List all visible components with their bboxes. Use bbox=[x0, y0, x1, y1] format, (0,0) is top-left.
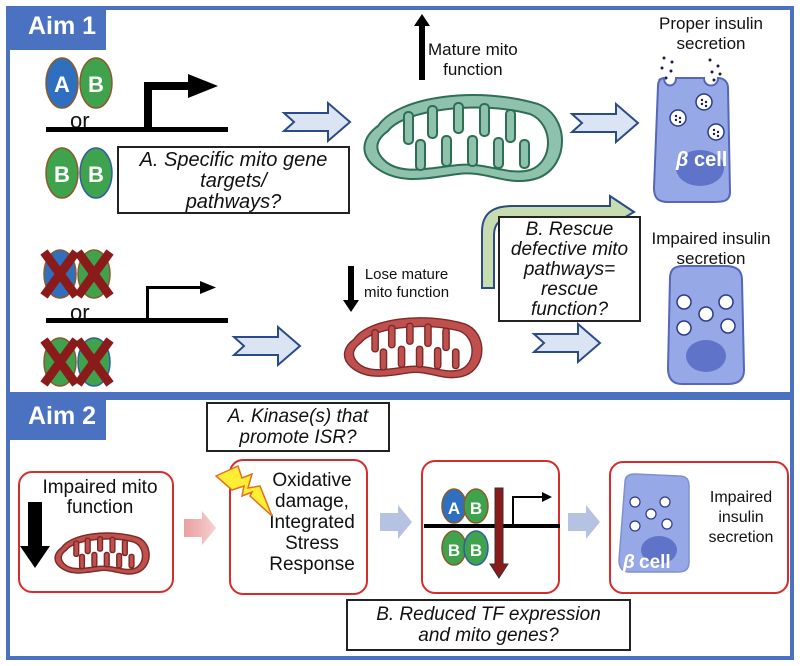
question-b-line: rescue bbox=[540, 279, 599, 300]
beta-symbol: β bbox=[675, 149, 688, 171]
aim1-tag: Aim 1 bbox=[8, 8, 106, 50]
question-a-line: A. Kinase(s) that bbox=[227, 406, 369, 427]
impaired-mito-box bbox=[18, 471, 174, 593]
tf-b-label: B bbox=[470, 541, 482, 560]
down-arrow-icon bbox=[343, 266, 359, 312]
beta-cell-label: cell bbox=[639, 552, 671, 573]
label-line: Oxidative bbox=[272, 470, 352, 491]
tf-a bbox=[45, 57, 79, 109]
tf-pair-ab-inactive bbox=[40, 249, 114, 299]
stress-box bbox=[229, 459, 368, 595]
flow-arrow bbox=[531, 321, 602, 365]
label-line: Mature mito bbox=[428, 40, 518, 59]
aim1-question-a: A. Specific mito gene targets/ pathways? bbox=[117, 146, 350, 214]
question-b-line: B. Reduced TF expression bbox=[376, 604, 601, 625]
proper-secretion-label: Proper insulin secretion bbox=[646, 14, 776, 54]
damaged-mitochondrion bbox=[343, 317, 483, 379]
flow-arrow-pink bbox=[184, 511, 216, 545]
up-arrow-icon bbox=[414, 14, 430, 80]
beta-cell-impaired bbox=[666, 265, 746, 385]
question-a-line: targets/ bbox=[200, 170, 267, 192]
beta-cell-label: cell bbox=[694, 149, 727, 171]
label-line: Stress bbox=[285, 533, 339, 554]
tf-b-label: B bbox=[448, 541, 460, 560]
aim2-impaired-secretion-label: Impaired insulin secretion bbox=[698, 488, 784, 548]
question-a-line: pathways? bbox=[185, 191, 282, 213]
aim2-question-b: B. Reduced TF expression and mito genes? bbox=[346, 599, 631, 651]
tf-pair-bb-inactive bbox=[40, 337, 114, 387]
beta-cell-impaired-small: β cell bbox=[618, 473, 690, 573]
beta-cell-secreting: β cell bbox=[652, 56, 732, 203]
tf-b-label: B bbox=[88, 72, 104, 97]
label-line: Lose mature bbox=[364, 266, 449, 283]
question-a-line: A. Specific mito gene bbox=[139, 149, 328, 171]
tf-b-label: B bbox=[470, 499, 482, 518]
healthy-mitochondrion bbox=[363, 94, 563, 183]
label-line: secretion bbox=[708, 529, 774, 546]
lose-mito-label: Lose mature mito function bbox=[364, 266, 449, 302]
flow-arrow bbox=[231, 324, 302, 368]
x-mark-icon bbox=[40, 337, 114, 387]
damaged-mitochondrion-small bbox=[54, 532, 150, 575]
flow-arrow bbox=[569, 101, 640, 145]
label-line: Impaired bbox=[709, 489, 773, 506]
dna-line bbox=[46, 127, 228, 132]
label-line: function bbox=[66, 497, 134, 518]
down-arrow-icon bbox=[20, 502, 50, 568]
mature-mito-label: Mature mito function bbox=[428, 40, 518, 80]
x-mark-icon bbox=[40, 249, 114, 299]
question-b-line: defective mito bbox=[510, 239, 629, 260]
or-label-top: or bbox=[70, 108, 90, 133]
tf-b-label: B bbox=[88, 162, 104, 187]
label-line: Impaired insulin bbox=[651, 229, 771, 248]
tf-b-label: B bbox=[54, 162, 70, 187]
gene-promoter-weak bbox=[46, 281, 228, 323]
label-line: Response bbox=[269, 554, 355, 575]
tf-gene-repression: A B B B bbox=[424, 487, 560, 579]
label-line: Integrated bbox=[269, 512, 355, 533]
promoter-stem bbox=[144, 82, 152, 130]
aim2-tag: Aim 2 bbox=[8, 398, 106, 440]
label-line: function bbox=[443, 60, 503, 79]
label-line: Impaired mito bbox=[42, 477, 158, 498]
label-line: mito function bbox=[364, 284, 450, 301]
flow-arrow-blue bbox=[568, 505, 600, 539]
beta-symbol: β bbox=[622, 552, 635, 573]
question-b-line: and mito genes? bbox=[418, 625, 559, 646]
impaired-mito-label: Impaired mito function bbox=[30, 478, 170, 518]
stress-label: Oxidative damage, Integrated Stress Resp… bbox=[260, 470, 364, 575]
down-arrow-icon bbox=[489, 487, 509, 579]
tf-pair-bb: B B bbox=[45, 147, 113, 199]
question-b-line: pathways= bbox=[523, 259, 616, 280]
flow-arrow bbox=[281, 100, 352, 144]
question-b-line: function? bbox=[530, 299, 609, 320]
promoter-bar bbox=[144, 82, 192, 90]
impaired-secretion-label: Impaired insulin secretion bbox=[646, 229, 776, 269]
question-a-line: promote ISR? bbox=[239, 427, 357, 448]
gene-promoter-active bbox=[46, 74, 228, 132]
flow-arrow-blue bbox=[380, 505, 412, 539]
label-line: Proper insulin bbox=[659, 14, 763, 33]
label-line: damage, bbox=[275, 491, 349, 512]
aim2-question-a: A. Kinase(s) that promote ISR? bbox=[206, 402, 390, 452]
label-line: secretion bbox=[676, 249, 746, 268]
label-line: secretion bbox=[676, 34, 746, 53]
promoter-arrowhead bbox=[188, 74, 218, 98]
tf-a-label: A bbox=[448, 499, 460, 518]
tf-a-label: A bbox=[54, 72, 70, 97]
label-line: insulin bbox=[718, 509, 764, 526]
question-b-line: B. Rescue bbox=[525, 219, 614, 240]
tf-b bbox=[79, 57, 113, 109]
lightning-bolt-icon bbox=[214, 464, 273, 517]
aim1-question-b: B. Rescue defective mito pathways= rescu… bbox=[498, 216, 641, 322]
tf-pair-ab: A B bbox=[45, 57, 113, 109]
